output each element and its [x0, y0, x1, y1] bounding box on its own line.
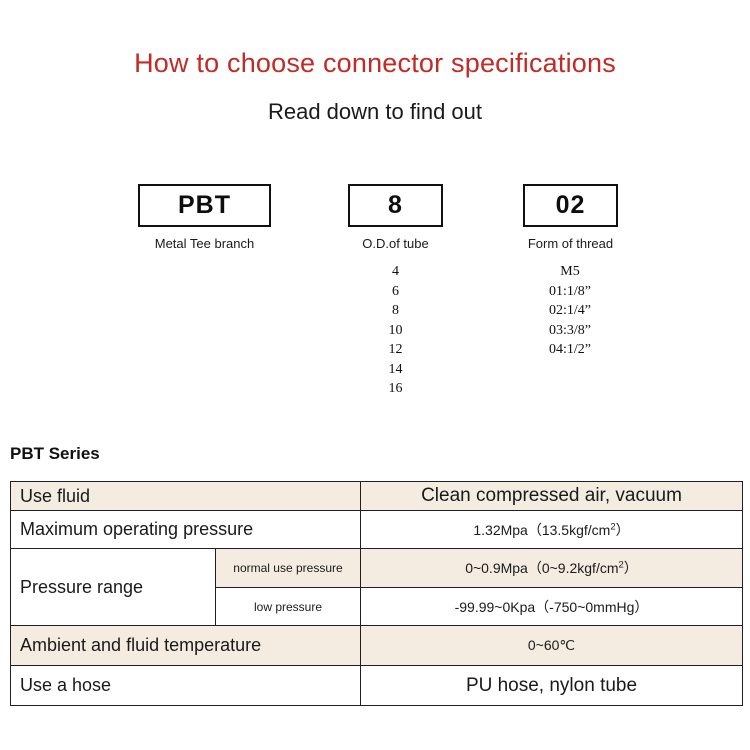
code-segment-caption-2: O.D.of tube: [362, 236, 429, 251]
row-label: Use a hose: [10, 665, 361, 706]
code-segment-box-1: PBT: [138, 184, 271, 227]
tube-size-option: 10: [388, 322, 403, 338]
row-value: PU hose, nylon tube: [360, 665, 743, 706]
code-segment-box-2: 8: [348, 184, 443, 227]
series-heading: PBT Series: [10, 444, 100, 463]
code-segment-caption-3: Form of thread: [527, 236, 614, 251]
code-segment-box-3: 02: [523, 184, 618, 227]
thread-form-option: 02:1/4”: [549, 303, 591, 318]
row-value: Clean compressed air, vacuum: [360, 481, 743, 511]
table-row: Use fluid Clean compressed air, vacuum: [10, 481, 743, 511]
thread-form-option: M5: [560, 264, 580, 279]
row-label: Maximum operating pressure: [10, 510, 361, 549]
row-value: 0~0.9Mpa（0~9.2kgf/cm2）: [360, 548, 743, 588]
specification-table: Use fluid Clean compressed air, vacuum M…: [10, 481, 743, 706]
tube-size-option: 16: [388, 381, 403, 396]
code-segment-caption-1: Metal Tee branch: [154, 236, 255, 251]
tube-size-option-list: 4 6 8 10 12 14 16: [348, 262, 443, 399]
table-row: Pressure range normal use pressure 0~0.9…: [10, 548, 743, 626]
tube-size-option: 14: [388, 361, 403, 377]
row-sublabel: low pressure: [215, 587, 361, 626]
page-title: How to choose connector specifications: [134, 48, 616, 78]
table-row: Maximum operating pressure 1.32Mpa（13.5k…: [10, 510, 743, 549]
tube-size-option: 6: [392, 283, 399, 299]
page-subtitle: Read down to find out: [267, 99, 483, 124]
thread-form-option-list: M5 01:1/8” 02:1/4” 03:3/8” 04:1/2”: [510, 262, 630, 360]
row-label: Ambient and fluid temperature: [10, 625, 361, 666]
thread-form-option: 01:1/8”: [549, 283, 591, 299]
row-value: 0~60℃: [360, 625, 743, 666]
table-row: Ambient and fluid temperature 0~60℃: [10, 625, 743, 666]
row-label: Pressure range: [10, 548, 216, 626]
thread-form-option: 04:1/2”: [549, 342, 591, 357]
row-label: Use fluid: [10, 481, 361, 511]
row-value: 1.32Mpa（13.5kgf/cm2）: [360, 510, 743, 549]
tube-size-option: 8: [392, 303, 399, 318]
thread-form-option: 03:3/8”: [549, 322, 591, 338]
tube-size-option: 12: [388, 342, 403, 357]
table-row: low pressure -99.99~0Kpa（-750~0mmHg）: [11, 587, 743, 626]
tube-size-option: 4: [392, 264, 399, 279]
row-value: -99.99~0Kpa（-750~0mmHg）: [360, 587, 743, 626]
table-row: Use a hose PU hose, nylon tube: [10, 665, 743, 706]
row-sublabel: normal use pressure: [215, 548, 361, 588]
